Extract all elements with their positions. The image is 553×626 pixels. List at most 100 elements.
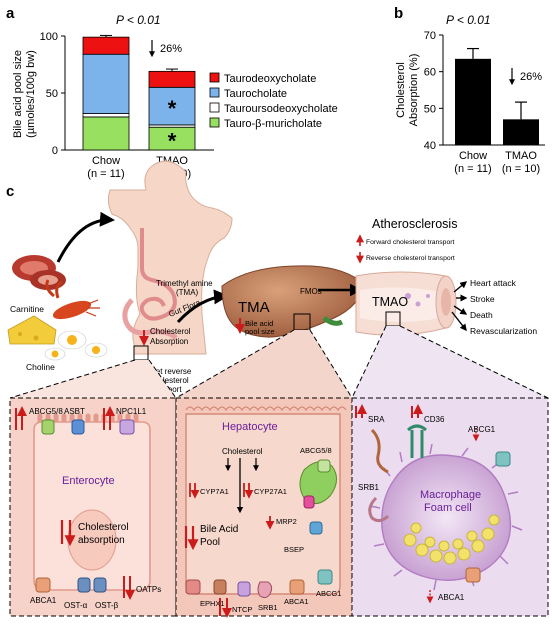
lobster-icon [45,279,100,320]
mac-abca1-label: ABCA1 [438,593,465,602]
mac-abcg1-transporter-icon [495,451,511,467]
b-ytick-label-3: 70 [424,30,436,42]
hep-ntcp-transporter-icon [237,581,251,597]
hep-cyp7a1-label: CYP7A1 [200,487,229,496]
a-legend-label-0: Tauro-β-muricholate [224,118,322,130]
mac-srb1-receptor-icon [368,496,390,523]
ent-abca1-transporter-icon [35,577,51,593]
artery-illustration: Atherosclerosis Forward cholesterol tran… [355,217,537,336]
a-bar-tmao-seg-2 [148,86,196,126]
ent-asbt-transporter-icon [71,419,85,435]
enterocyte-panel: Enterocyte ABCG5/8 ASBT NPC1L1 Cholester… [9,397,177,617]
ent-oatps-label: OATPs [136,585,161,594]
tmao-label: TMAO [372,295,408,309]
a-legend-label-3: Taurodeoxycholate [224,73,316,85]
panel-c-letter: c [6,183,14,200]
b-ytick-label-2: 60 [424,67,436,79]
human-body: Cholesterol Absorption Net reverse chole… [107,160,233,394]
a-ytick-label-2: 100 [40,31,58,43]
cd36-up-arrows [412,406,418,418]
carnitine-label: Carnitine [10,304,44,314]
panel-a-pvalue: P < 0.01 [116,13,161,27]
a-legend-swatch-0 [209,117,220,128]
a-ylabel: Bile acid pool size(µmoles/100g bw) [12,50,37,138]
b-ylabel: CholesterolAbsorption (%) [395,54,420,127]
ent-abcg58-transporter-icon [41,419,55,435]
ent-npc1l1-label: NPC1L1 [116,407,147,416]
b-ytick-label-0: 40 [424,140,436,152]
a-bar-chow-seg-3 [82,36,130,55]
hep-abcg1-label: ABCG1 [316,589,341,598]
a-xtick-label-0: Chow [92,155,120,167]
hep-abca1-label: ABCA1 [284,597,309,606]
mac-abcg1-group: ABCG1 [468,425,511,467]
a-bar-chow-seg-1 [82,113,130,118]
a-ytick-label-0: 0 [52,145,58,157]
mac-sra-receptor-icon [370,428,389,474]
hepatocyte-title: Hepatocyte [222,421,278,433]
ent-ost-b-label: OST-β [95,601,119,610]
outcome-death: Death [470,310,493,320]
macrophage-title-2: Foam cell [424,502,472,514]
abcg58-ent-down-arrows [16,408,22,430]
a-sig-star-taurocholate: * [168,96,177,121]
hep-abcg1-transporter-icon [317,569,333,585]
mac-cd36-label: CD36 [424,415,445,424]
hep-abca1-transporter-icon [289,579,305,595]
liver-zoom-fan [176,330,352,398]
steak-icon [12,255,66,290]
hep-oatp-transporter-icon [185,579,201,595]
gut-to-liver-arrow [176,289,229,324]
hep-bile-pool-2: Pool [200,537,220,548]
forward-transport-label: Forward cholesterol transport [366,239,455,246]
mac-abca1-transporter-icon [465,567,481,583]
a-xtick-sub-0: (n = 11) [87,168,124,180]
hep-mrp2-transporter-icon [303,495,315,509]
macrophage-panel: Macrophage Foam cell SRA CD36 ABCG1 SRB1 [351,398,549,617]
fmos-label: FMOs [300,287,322,296]
ent-ost-transporter-icon [77,577,107,593]
ent-cholabs-2: absorption [78,535,125,546]
tma-label-2: (TMA) [176,288,199,297]
hepatocyte-panel: Hepatocyte Cholesterol CYP7A1 CYP27A1 Bi… [175,397,353,616]
npc1l1-down-arrows [104,408,110,430]
bile-acid-label-2: pool size [245,327,275,336]
a-ylabel-line-0: Bile acid pool size [12,50,24,138]
a-ytick-label-1: 50 [46,88,58,100]
hep-abcg58-label: ABCG5/8 [300,446,332,455]
mac-cd36-receptor-icon [407,424,427,458]
enterocyte-title: Enterocyte [62,475,115,487]
b-ylabel-line-1: Absorption (%) [408,54,420,127]
ent-ost-a-label: OST-α [64,601,88,610]
food-illustrations: Carnitine Choline [7,211,115,372]
a-bar-tmao-seg-3 [148,70,196,88]
artery-zoom-fan [352,326,548,398]
b-ytick-label-1: 50 [424,103,436,115]
mac-srb1-label: SRB1 [358,483,379,492]
net-reverse-1: Net reverse [150,367,192,376]
bile-acid-label-1: Bile acid [245,319,273,328]
outcome-revascularization: Revascularization [470,326,537,336]
b-bar-chow [455,58,491,146]
hep-cyp27a1-label: CYP27A1 [254,487,287,496]
hep-ntcp-label: NTCP [232,605,252,614]
liver-tma-label: TMA [238,299,270,316]
a-legend-swatch-3 [209,72,220,83]
hep-bile-pool-down-arrows [186,526,193,548]
b-xtick-label-0: Chow [459,150,487,162]
lipid-droplets [403,514,500,565]
hep-ephx1-transporter-icon [213,579,227,595]
heart-attack-arrow [453,281,468,293]
sra-up-arrows [356,406,362,418]
macrophage-title-1: Macrophage [420,489,481,501]
revascularization-arrow [451,311,467,332]
hep-ephx1-label: EPHX1 [200,599,225,608]
cyp27a1-down-arrows [244,483,249,497]
panel-b: b P < 0.01 40506070CholesterolAbsorption… [394,5,545,175]
hep-abcg58-transporter-icon [317,459,331,473]
mac-abca1-group: ABCA1 [426,567,481,604]
panel-c: c Carnitine [6,160,549,617]
net-reverse-2: cholesterol [150,376,189,385]
oatps-down-arrows [124,576,130,598]
